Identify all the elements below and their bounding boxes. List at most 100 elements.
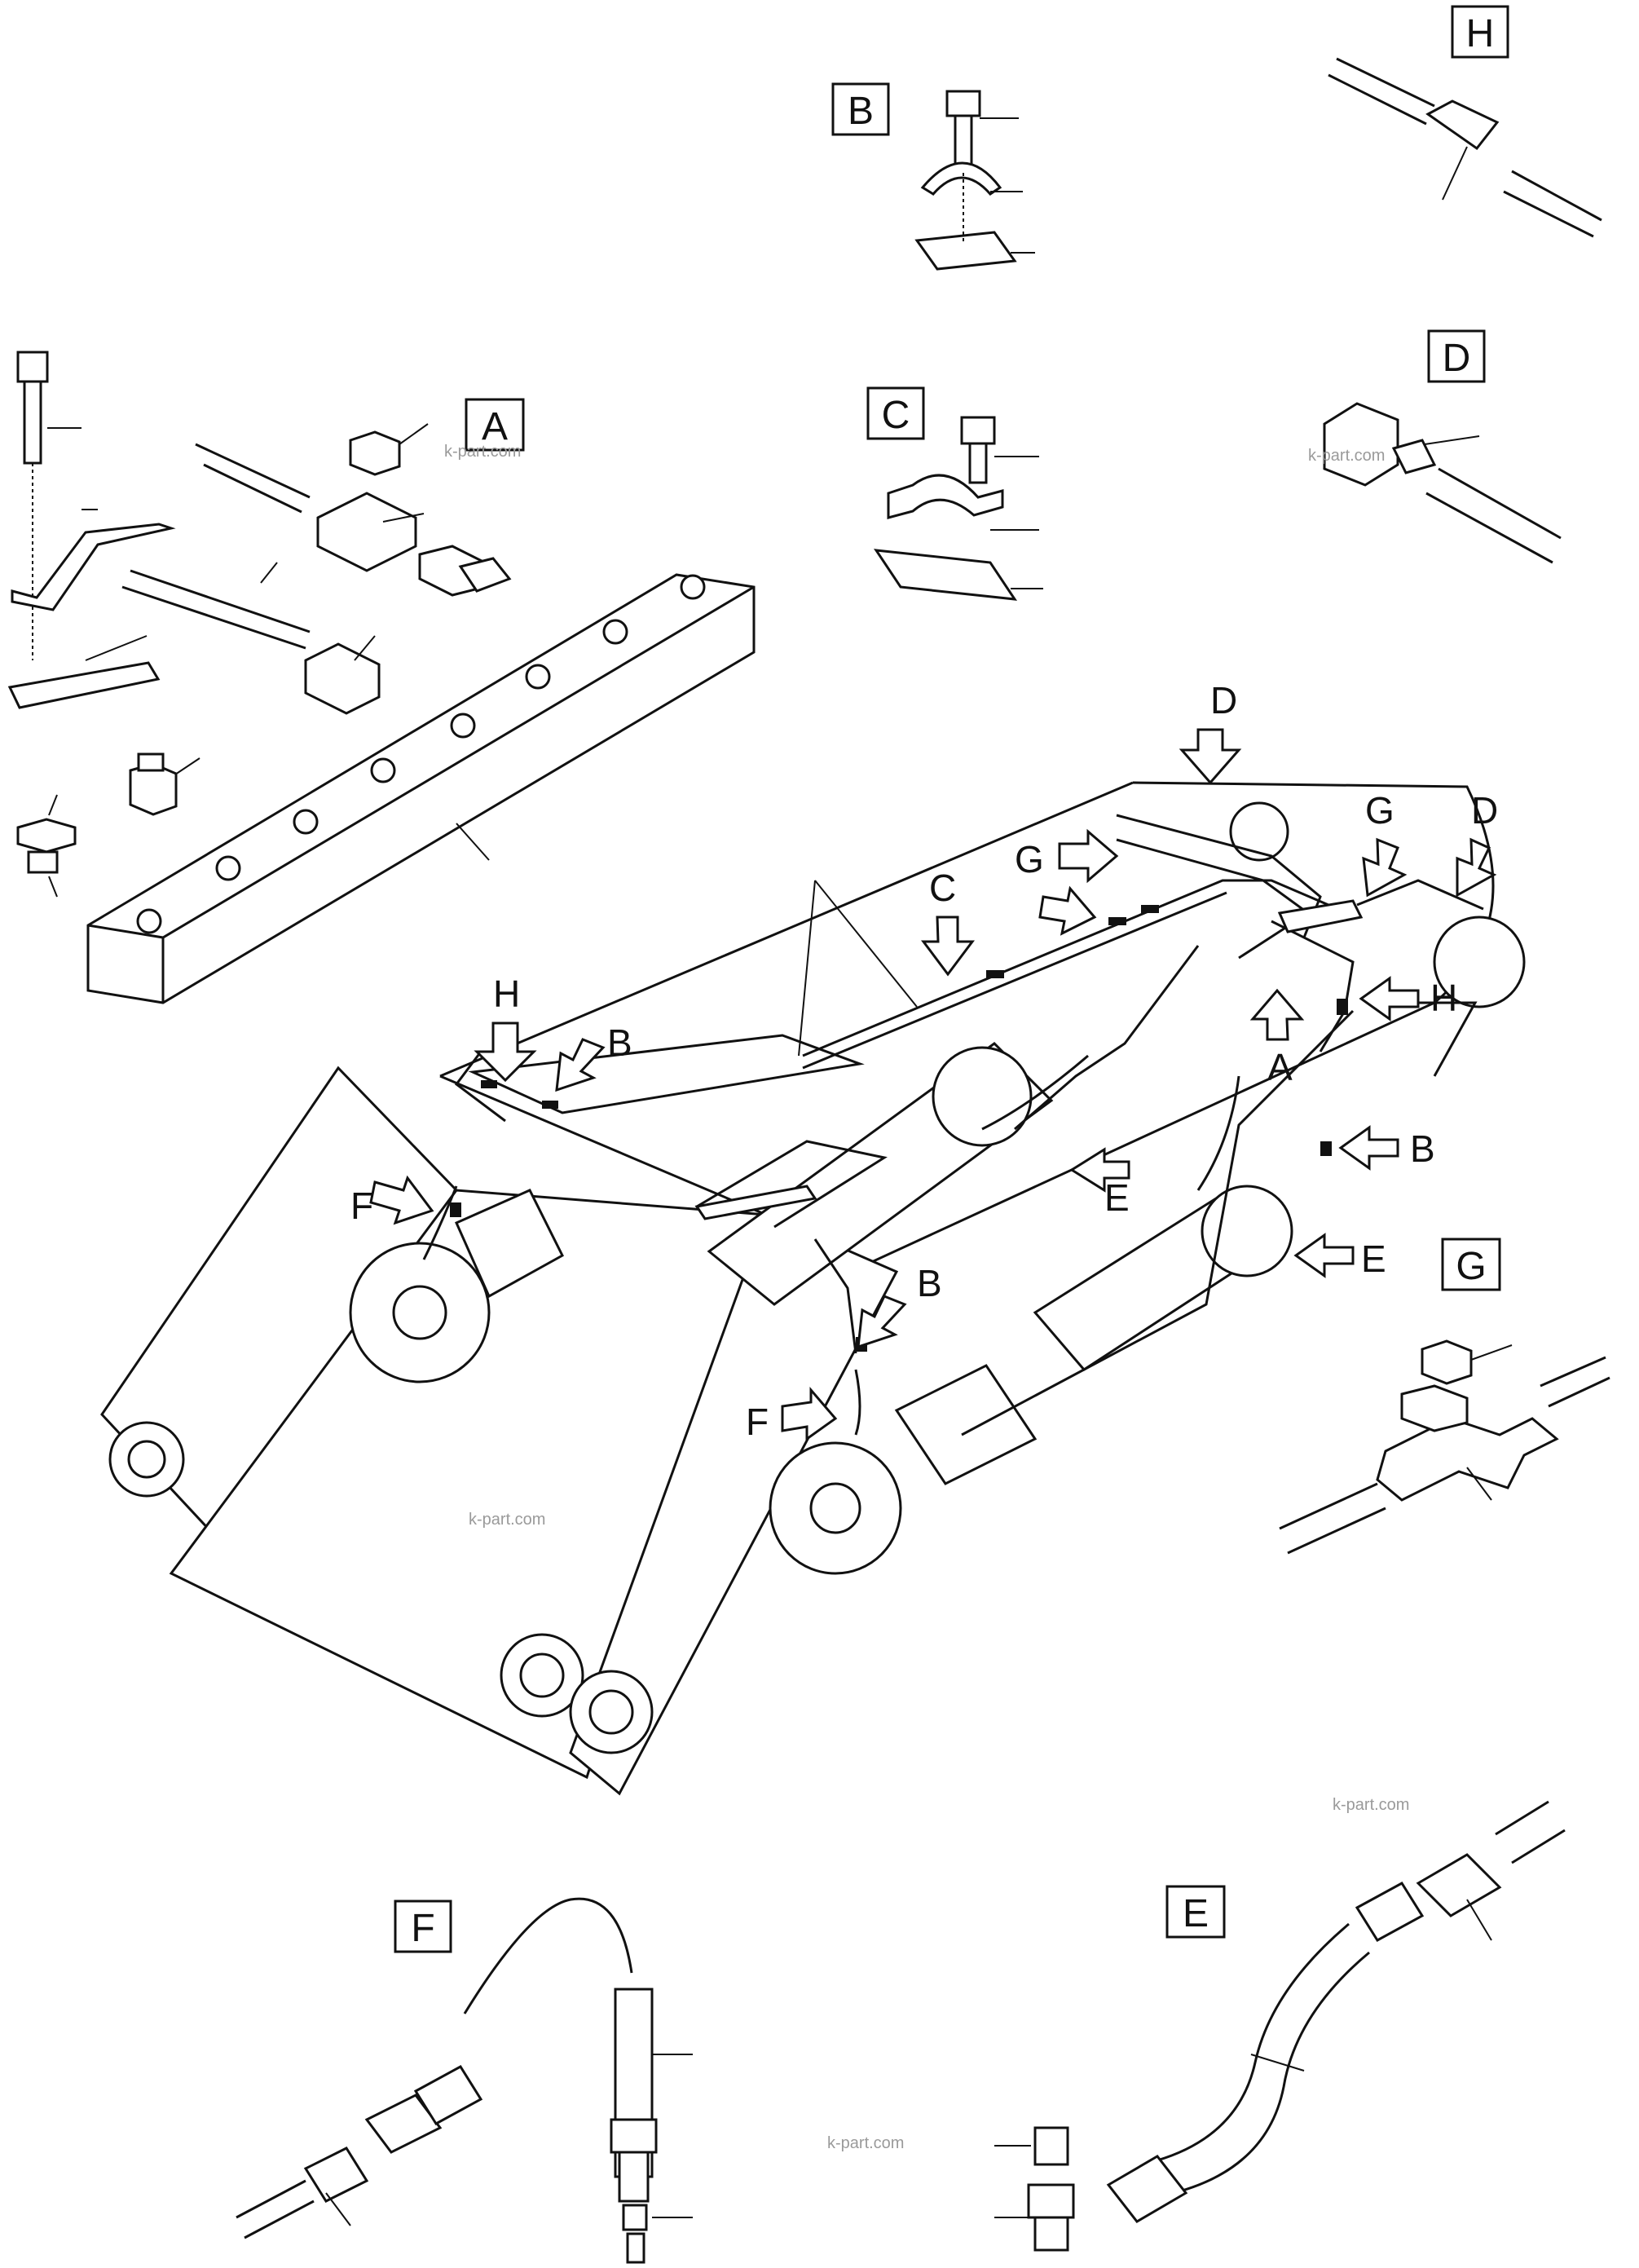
detail-h-group: H <box>1328 5 1602 238</box>
detail-d-tube <box>1438 467 1562 540</box>
arrow-e-mid <box>1069 1147 1130 1193</box>
arrow-h-right <box>1359 976 1420 1021</box>
boom-piping <box>422 814 1484 1436</box>
detail-a-coupling <box>304 642 381 715</box>
watermark-4: k-part.com <box>1333 1796 1409 1814</box>
upper-cylinder-rod-eye <box>932 1046 1033 1147</box>
detail-e-hose <box>1157 1922 1350 2162</box>
left-foot-pin <box>108 1421 185 1498</box>
boom-foot-pin <box>569 1670 654 1754</box>
callout-b-right: B <box>1410 1127 1435 1170</box>
detail-d-label-box <box>1427 329 1486 383</box>
arrow-c-mid <box>921 916 975 977</box>
detail-g-nut <box>1421 1339 1473 1385</box>
main-pipe-line <box>802 879 1329 1057</box>
detail-h-label: H <box>1466 12 1495 55</box>
detail-f-group: F <box>236 1897 693 2264</box>
detail-f-label-box <box>394 1900 452 1953</box>
callout-e-right: E <box>1361 1238 1386 1280</box>
watermark-2: k-part.com <box>1308 447 1385 465</box>
detail-c-plate <box>873 549 1018 601</box>
hose-e-center <box>981 1054 1089 1131</box>
arrow-g-right <box>1362 837 1408 898</box>
detail-c-label: C <box>882 394 910 437</box>
watermark-1: k-part.com <box>444 443 521 461</box>
arrow-d-right <box>1456 837 1497 898</box>
detail-d-group: D <box>1323 329 1562 564</box>
detail-a-clamp <box>11 523 176 611</box>
detail-g-label: G <box>1456 1245 1486 1288</box>
hose-e-right <box>1196 1075 1240 1191</box>
detail-g-tube <box>1279 1482 1378 1530</box>
watermark-3: k-part.com <box>469 1511 545 1529</box>
detail-h-tube-left <box>1336 57 1435 108</box>
callout-h-left: H <box>493 973 520 1015</box>
detail-e-label-box <box>1165 1885 1226 1939</box>
detail-e-hose-end <box>1106 2155 1188 2223</box>
callout-h-right: H <box>1430 977 1457 1019</box>
detail-e-tube-fitting <box>1416 1853 1502 1917</box>
callout-g-right: G <box>1365 789 1394 832</box>
detail-b-plate <box>914 231 1017 271</box>
callout-b-left: B <box>607 1021 632 1064</box>
detail-a-bolt-shank <box>23 380 42 465</box>
detail-e-label: E <box>1183 1892 1209 1935</box>
detail-c-bolt-head <box>960 416 996 445</box>
detail-a-upper-tube <box>195 443 311 499</box>
detail-a-cap <box>16 818 77 854</box>
detail-h-fitting <box>1425 99 1500 151</box>
detail-a-label-box <box>465 398 525 452</box>
detail-c-label-box <box>866 386 925 440</box>
detail-g-group: G <box>1279 1238 1610 1555</box>
detail-f-hose-fitting <box>364 2094 443 2154</box>
detail-f-label: F <box>411 1907 434 1950</box>
detail-h-tube-right <box>1511 170 1602 222</box>
detail-b-clamp <box>920 161 1002 196</box>
detail-c-group: C <box>866 386 1043 601</box>
callout-c-mid: C <box>929 867 956 909</box>
callout-arrows: D G D G C A H H B F E B E B F <box>350 679 1498 1443</box>
arrow-e-right <box>1293 1233 1355 1278</box>
arrow-b-left <box>555 1038 606 1092</box>
arrow-d-top <box>1179 728 1242 785</box>
detail-f-coupling <box>303 2147 369 2203</box>
arrow-h-left <box>474 1021 537 1083</box>
watermark-5: k-part.com <box>827 2134 904 2152</box>
detail-d-label: D <box>1443 337 1471 380</box>
detail-a-bolt-head <box>16 351 49 383</box>
detail-a-group: A <box>7 351 756 1004</box>
left-cylinder-head <box>455 1189 564 1299</box>
callout-a-mid: A <box>1267 1046 1293 1088</box>
detail-b-label-box <box>831 82 890 136</box>
center-cylinder-head <box>894 1364 1038 1485</box>
detail-b-bolt-head <box>945 90 981 117</box>
arrow-f-center <box>781 1386 838 1441</box>
detail-f-grease-nipple <box>626 2232 645 2264</box>
top-cover-plate <box>468 1034 865 1114</box>
detail-e-elbow <box>1027 2183 1075 2219</box>
detail-a-mounting-block <box>86 573 756 1004</box>
detail-a-nut <box>349 430 401 476</box>
detail-a-label: A <box>482 405 508 448</box>
detail-a-fitting-2 <box>458 557 512 593</box>
callout-f-center: F <box>746 1401 769 1443</box>
arrow-b-center <box>857 1295 907 1349</box>
center-cylinder-eye <box>769 1441 902 1575</box>
callout-d-top: D <box>1210 679 1237 721</box>
hose-f-left <box>422 1185 458 1260</box>
arrow-g-mid <box>1058 828 1119 884</box>
lower-cylinder-rod-eye <box>1201 1185 1293 1277</box>
detail-b-group: B <box>831 82 1035 271</box>
detail-h-label-box <box>1451 5 1509 59</box>
detail-g-tee <box>1376 1417 1559 1502</box>
detail-c-bolt-shank <box>968 442 988 484</box>
detail-e-grease-nipple <box>1033 2126 1069 2166</box>
manifold-block <box>1277 899 1364 933</box>
boom-lower-pin <box>500 1633 584 1718</box>
callout-e-mid: E <box>1104 1176 1130 1219</box>
left-cylinder-eye <box>349 1242 491 1383</box>
callout-b-center: B <box>917 1262 942 1304</box>
detail-g-label-box <box>1441 1238 1501 1291</box>
arrow-a-mid <box>1249 988 1305 1041</box>
